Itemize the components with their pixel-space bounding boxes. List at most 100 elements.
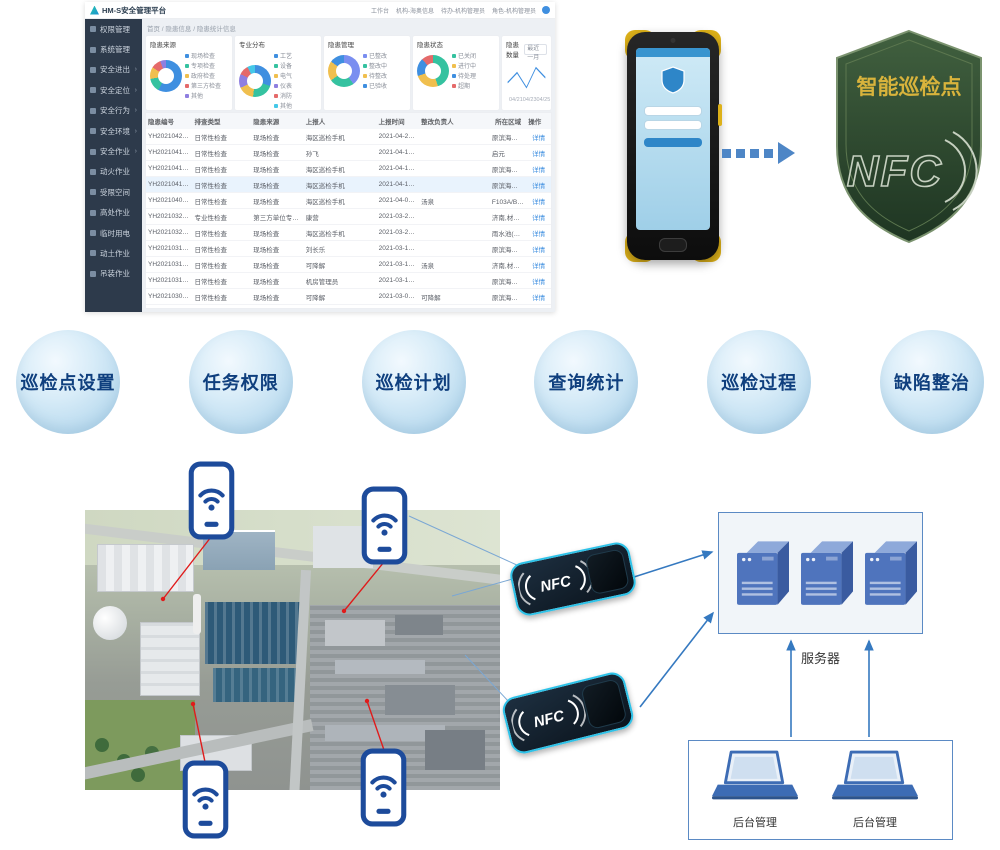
cell-source: 第三方单位专项检查: [251, 208, 304, 225]
plant-aerial-photo: [85, 510, 500, 790]
sidebar-item-icon: [90, 250, 96, 257]
cell-source: 部门检查: [251, 304, 304, 308]
detail-link[interactable]: 详情: [532, 230, 546, 238]
table-header-cell: 隐患来源: [251, 113, 304, 129]
dashboard-sidebar: 权限管理 系统管理 安全进出 ›: [85, 19, 142, 312]
legend-dot: [452, 83, 456, 88]
detail-link[interactable]: 详情: [532, 134, 546, 142]
login-button[interactable]: [644, 138, 702, 147]
cell-type: 日常性检查: [192, 224, 252, 241]
cell-reporter: 海区巡检手机: [303, 192, 377, 209]
sidebar-item-label: 权限管理: [100, 24, 130, 34]
sidebar-item[interactable]: 受限空间: [85, 182, 142, 202]
sidebar-item[interactable]: 权限管理: [85, 19, 142, 39]
photo-tank: [93, 606, 127, 640]
detail-link[interactable]: 详情: [532, 198, 546, 206]
password-field[interactable]: [644, 120, 702, 130]
detail-link[interactable]: 详情: [532, 150, 546, 158]
chevron-icon: ›: [134, 86, 137, 94]
sidebar-item-label: 安全环境: [100, 126, 130, 136]
legend-dot: [274, 93, 278, 98]
side-button: [718, 104, 722, 126]
topbar-link[interactable]: 角色-机构管理员: [492, 8, 536, 15]
sidebar-item-label: 安全作业: [100, 147, 130, 157]
sidebar-item-icon: [90, 230, 96, 237]
photo-structure: [395, 615, 443, 635]
detail-link[interactable]: 详情: [532, 262, 546, 270]
user-avatar[interactable]: [542, 6, 550, 14]
legend-item: 现场检查: [185, 51, 228, 60]
app-title: HM-S安全管理平台: [102, 5, 167, 15]
cell-area: 原滨海街(二期): [489, 176, 527, 193]
detail-link[interactable]: 详情: [532, 278, 546, 286]
chart-card-status: 隐患状态 已关闭进行中待处理超期: [413, 36, 499, 110]
sidebar-item[interactable]: 临时用电: [85, 223, 142, 243]
server-label: 服务器: [800, 651, 840, 666]
nfc-label: NFC: [532, 707, 567, 731]
sidebar-item[interactable]: 吊装作业: [85, 264, 142, 284]
detail-link[interactable]: 详情: [532, 214, 546, 222]
sidebar-item-label: 受限空间: [100, 187, 130, 197]
photo-building: [140, 622, 200, 696]
table-header-cell: 上报时间: [376, 113, 420, 129]
topbar-link[interactable]: 工作台: [370, 8, 389, 15]
sidebar-item[interactable]: 安全定位 ›: [85, 80, 142, 100]
server-icon: [801, 541, 853, 607]
cell-reporter: 海区巡检手机: [303, 224, 377, 241]
cell-source: 现场检查: [251, 288, 304, 305]
chevron-icon: ›: [134, 107, 137, 115]
trend-range-select[interactable]: 最近一月: [524, 43, 547, 61]
detail-link[interactable]: 详情: [532, 246, 546, 254]
table-row: YH20210413-1 日常性检查 现场检查 海区巡检手机 2021-04-1…: [146, 160, 551, 177]
cell-reporter: 海区巡检手机: [303, 129, 377, 145]
breadcrumb: 首页 / 隐患信息 / 隐患统计信息: [147, 26, 236, 33]
table-row: YH20210318-1 日常性检查 现场检查 可降解 2021-03-18 0…: [146, 256, 551, 273]
topbar-link[interactable]: 待办-机构管理员: [441, 8, 485, 15]
sidebar-item[interactable]: 动土作业: [85, 243, 142, 263]
detail-link[interactable]: 详情: [532, 166, 546, 174]
trend-line-chart: [507, 66, 546, 89]
sidebar-item[interactable]: 安全进出 ›: [85, 60, 142, 80]
sidebar-item[interactable]: 安全行为 ›: [85, 101, 142, 121]
laptop-icon: [832, 748, 918, 804]
sidebar-item[interactable]: 安全作业 ›: [85, 141, 142, 161]
laptop-icon: [712, 748, 798, 804]
trend-title: 隐患数量: [506, 42, 519, 59]
table-row: YH20210412-1 日常性检查 现场检查 海区巡检手机 2021-04-1…: [146, 176, 551, 193]
chart-legend: 已整改整改中待整改已验收: [363, 51, 406, 90]
cell-owner: 汤泉: [419, 304, 490, 308]
sidebar-item[interactable]: 高处作业: [85, 203, 142, 223]
feature-label: 巡检过程: [721, 373, 798, 393]
login-screen: [636, 48, 710, 230]
table-row: YH20210319-1 日常性检查 现场检查 刘长乐 2021-03-19 1…: [146, 240, 551, 257]
sidebar-item-icon: [90, 128, 96, 135]
home-button[interactable]: [659, 238, 687, 252]
cell-type: 日常性检查: [192, 288, 252, 305]
nfc-phone-icon: [182, 760, 229, 839]
sidebar-item[interactable]: 安全环境 ›: [85, 121, 142, 141]
topbar-link[interactable]: 机构-海奥信息: [396, 8, 434, 15]
cell-source: 现场检查: [251, 129, 304, 145]
legend-item: 已验收: [363, 81, 406, 90]
detail-link[interactable]: 详情: [532, 294, 546, 302]
cell-source: 现场检查: [251, 192, 304, 209]
cell-time: 2021-03-08 14:24:20: [376, 304, 420, 308]
sidebar-item[interactable]: 动火作业: [85, 162, 142, 182]
cell-area: 原滨海街(二期): [489, 240, 527, 257]
feature-label: 巡检计划: [375, 373, 452, 393]
username-field[interactable]: [644, 106, 702, 116]
sidebar-item[interactable]: 系统管理: [85, 39, 142, 59]
nfc-wave-icon: [944, 139, 966, 203]
feature-label: 巡检点设置: [20, 373, 116, 393]
detail-link[interactable]: 详情: [532, 182, 546, 190]
legend-dot: [452, 63, 456, 68]
admin-label: 后台管理: [733, 817, 777, 829]
cell-type: 日常性检查: [192, 272, 252, 289]
trend-date: 04/23: [522, 97, 537, 103]
camera-dot: [670, 38, 676, 43]
cell-source: 现场检查: [251, 224, 304, 241]
chart-legend: 现场检查专项检查政府检查第三方检查其他: [185, 51, 228, 100]
photo-chimney: [193, 594, 201, 634]
